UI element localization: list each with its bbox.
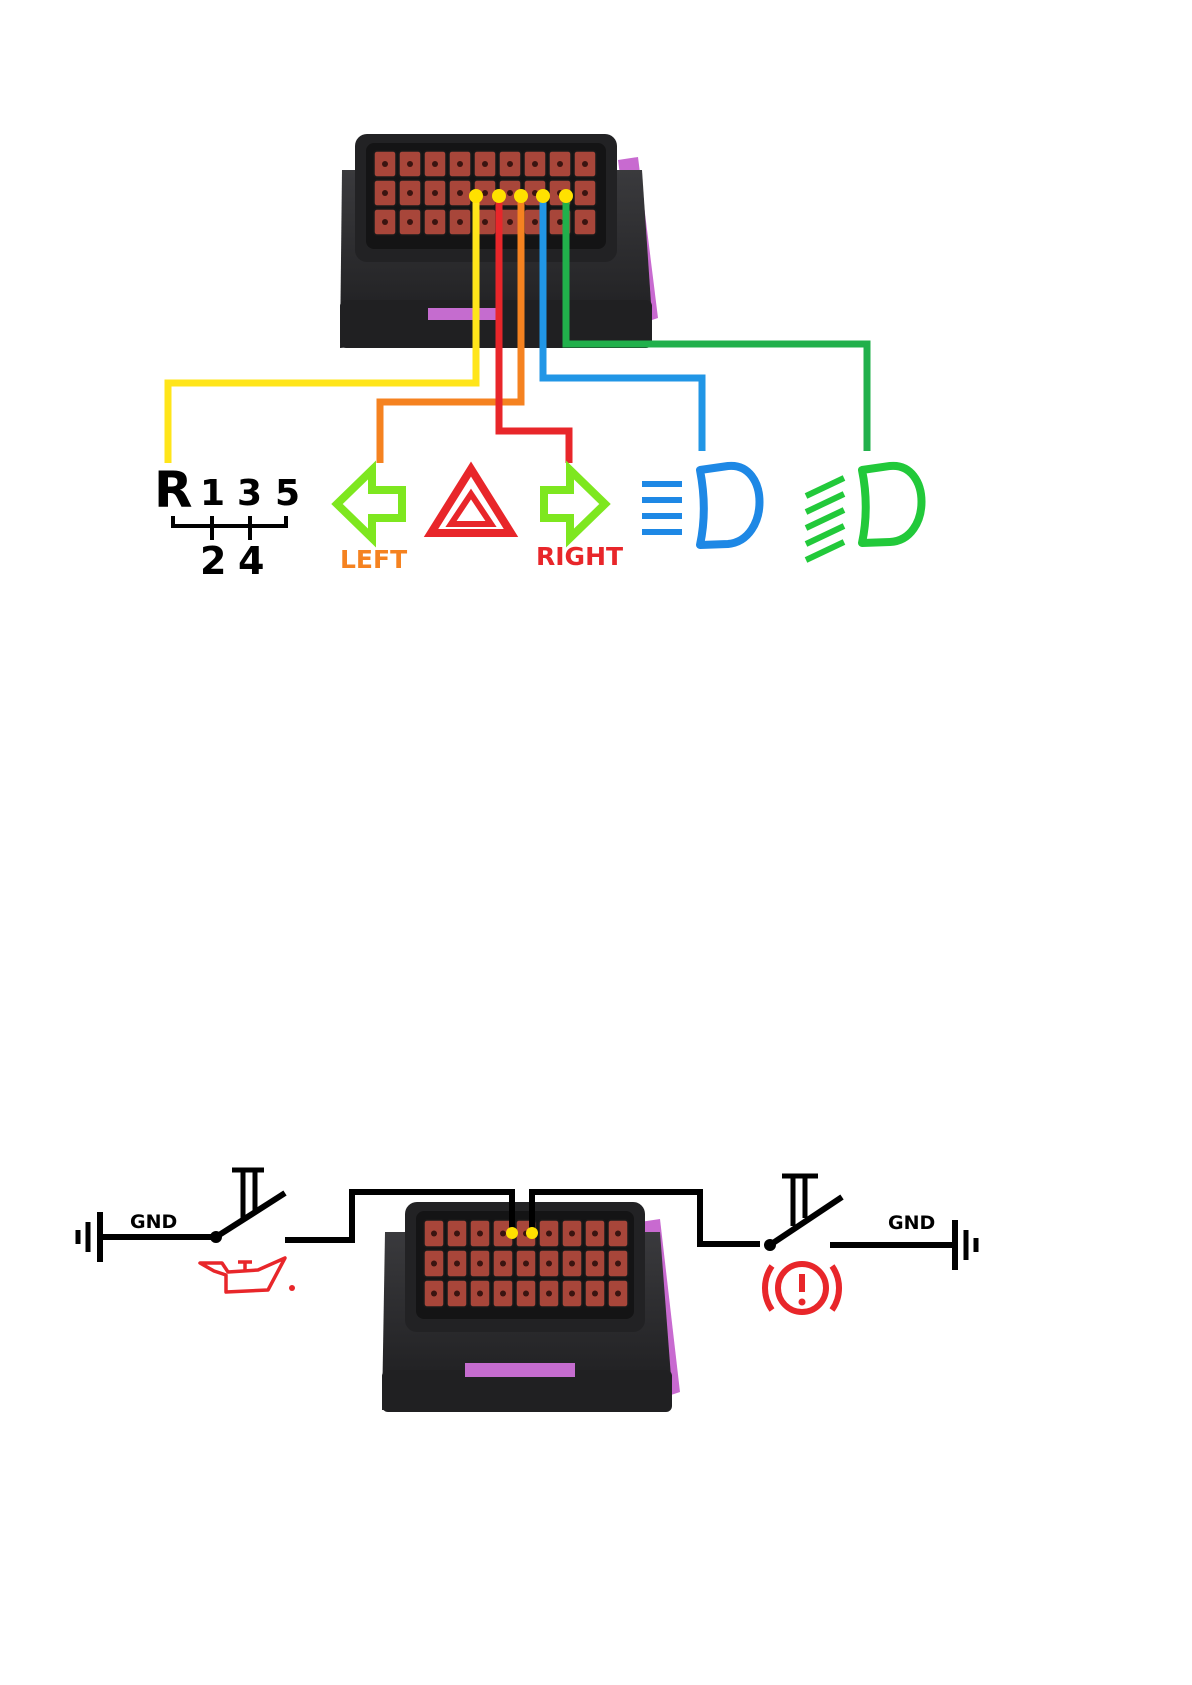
brake-warning-icon bbox=[765, 1264, 839, 1312]
gnd-left-label: GND bbox=[130, 1211, 177, 1233]
pin-hole bbox=[431, 1261, 437, 1267]
pin-hole bbox=[532, 161, 538, 167]
pin-hole bbox=[432, 219, 438, 225]
pin-hole bbox=[431, 1291, 437, 1297]
gnd-right-label: GND bbox=[888, 1212, 935, 1234]
pin-hole bbox=[592, 1291, 598, 1297]
gear-label-2: 2 bbox=[200, 539, 226, 583]
pin-hole bbox=[582, 190, 588, 196]
gear-reverse-label: R bbox=[154, 461, 193, 519]
pin-hole bbox=[454, 1231, 460, 1237]
pin-hole bbox=[457, 219, 463, 225]
pin-hole bbox=[546, 1291, 552, 1297]
pin-hole bbox=[407, 161, 413, 167]
oil-can-icon bbox=[200, 1258, 295, 1292]
pin-hole bbox=[432, 190, 438, 196]
pin-hole bbox=[500, 1261, 506, 1267]
connector-pin-grid bbox=[424, 1220, 628, 1307]
pin-hole bbox=[507, 161, 513, 167]
pin-hole bbox=[500, 1291, 506, 1297]
pin-hole bbox=[569, 1231, 575, 1237]
left-arrow-icon bbox=[337, 470, 402, 538]
pin-hole bbox=[557, 219, 563, 225]
pin-hole bbox=[546, 1231, 552, 1237]
pin-hole bbox=[523, 1261, 529, 1267]
gear-label-1: 1 bbox=[200, 473, 225, 514]
pin-hole bbox=[477, 1261, 483, 1267]
hazard-icon bbox=[431, 469, 511, 533]
gear-label-5: 5 bbox=[275, 473, 300, 514]
pin-hole bbox=[382, 161, 388, 167]
pin-hole bbox=[454, 1291, 460, 1297]
gear-shift-icon: R 1 3 5 2 4 bbox=[154, 461, 300, 583]
pin-hole bbox=[523, 1291, 529, 1297]
low-beam-icon bbox=[642, 466, 760, 545]
gear-label-4: 4 bbox=[238, 539, 264, 583]
pin-hole bbox=[382, 219, 388, 225]
pin-hole bbox=[477, 1231, 483, 1237]
pin-hole bbox=[557, 161, 563, 167]
pin-hole bbox=[507, 219, 513, 225]
pin-hole bbox=[454, 1261, 460, 1267]
right-arrow-icon bbox=[544, 470, 605, 538]
pin-hole bbox=[477, 1291, 483, 1297]
pin-hole bbox=[482, 161, 488, 167]
pin-hole bbox=[546, 1261, 552, 1267]
pin-hole bbox=[615, 1231, 621, 1237]
pin-hole bbox=[432, 161, 438, 167]
pin-hole bbox=[407, 190, 413, 196]
brake-warning-switch-icon bbox=[764, 1176, 842, 1251]
pin-hole bbox=[482, 219, 488, 225]
pin-hole bbox=[615, 1261, 621, 1267]
pin-hole bbox=[569, 1291, 575, 1297]
right-label: RIGHT bbox=[536, 542, 623, 571]
pin-hole bbox=[500, 1231, 506, 1237]
pin-hole bbox=[457, 190, 463, 196]
pin-hole bbox=[532, 219, 538, 225]
pin-hole bbox=[457, 161, 463, 167]
pin-hole bbox=[507, 190, 513, 196]
oil-pressure-switch-icon bbox=[210, 1170, 285, 1243]
left-label: LEFT bbox=[340, 545, 407, 574]
pin-hole bbox=[582, 161, 588, 167]
pin-hole bbox=[592, 1231, 598, 1237]
pin-hole bbox=[407, 219, 413, 225]
pin-hole bbox=[382, 190, 388, 196]
gear-label-3: 3 bbox=[237, 473, 262, 514]
pin-hole bbox=[615, 1291, 621, 1297]
high-beam-icon bbox=[806, 466, 922, 560]
pin-hole bbox=[582, 219, 588, 225]
pin-hole bbox=[592, 1261, 598, 1267]
pin-hole bbox=[431, 1231, 437, 1237]
pin-hole bbox=[569, 1261, 575, 1267]
